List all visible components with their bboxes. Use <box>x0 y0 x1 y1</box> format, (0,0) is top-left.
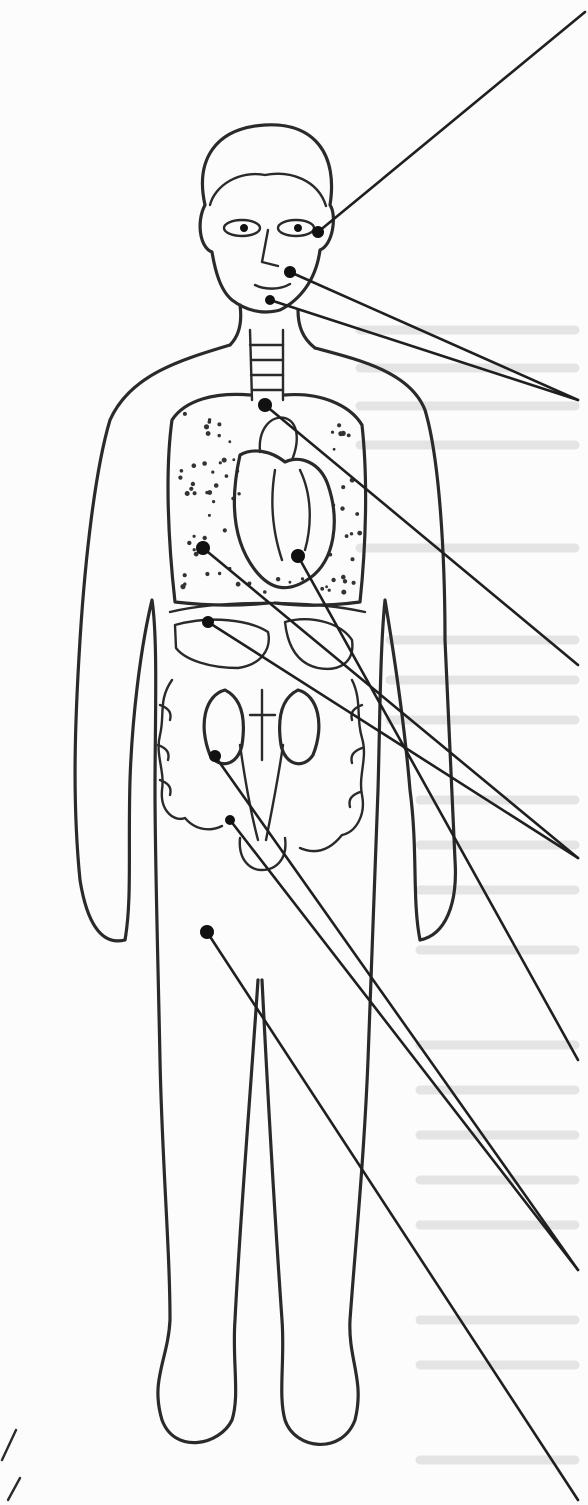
lung-stipple-dot <box>183 573 187 577</box>
callout-dot-kidney <box>209 750 221 762</box>
callout-dot-lung <box>196 541 210 555</box>
lung-stipple-dot <box>191 482 195 486</box>
lung-stipple-dot <box>333 448 336 451</box>
stray-mark <box>8 1478 20 1500</box>
callout-dot-eye <box>312 226 324 238</box>
lung-stipple-dot <box>352 581 356 585</box>
lung-stipple-dot <box>185 491 190 496</box>
lung-stipple-dot <box>225 474 229 478</box>
lung-stipple-dot <box>289 581 292 584</box>
callout-lines <box>203 12 585 1500</box>
lung-stipple-dot <box>193 548 196 551</box>
callout-line-thigh <box>207 932 578 1500</box>
right-side-outline <box>262 348 455 1444</box>
lung-stipple-dot <box>178 476 182 480</box>
nose-icon <box>262 230 278 266</box>
lung-stipple-dot <box>350 532 353 535</box>
lung-stipple-dot <box>236 582 241 587</box>
lung-stipple-dot <box>203 536 207 540</box>
lung-stipple-dot <box>301 577 304 580</box>
lung-stipple-dot <box>219 461 222 464</box>
lung-stipple-dot <box>187 541 191 545</box>
lung-stipple-dot <box>192 463 197 468</box>
callout-dot-thigh <box>200 925 214 939</box>
liver-outline <box>175 620 269 668</box>
lung-stipple-dot <box>237 492 240 495</box>
hair-outline <box>210 174 326 206</box>
lung-stipple-dot <box>343 579 347 583</box>
lung-stipple-dot <box>217 422 221 426</box>
lung-stipple-dot <box>357 531 362 536</box>
lung-stipple-dot <box>222 458 227 463</box>
callout-line-mouth <box>290 272 578 400</box>
lung-stipple-dot <box>331 578 335 582</box>
lung-stipple-dot <box>276 577 280 581</box>
lung-stipple-dot <box>214 483 219 488</box>
callout-dot-mouth <box>284 266 296 278</box>
lung-stipple-dot <box>193 535 196 538</box>
upper-abdomen-organs <box>175 619 352 669</box>
lung-stipple-dot <box>189 487 193 491</box>
lung-stipple-dot <box>341 431 346 436</box>
lung-stipple-dot <box>345 534 349 538</box>
lung-stipple-dot <box>340 506 344 510</box>
lung-stipple-dot <box>218 434 221 437</box>
callout-line-eye <box>318 12 585 232</box>
lung-stipple-dot <box>341 485 345 489</box>
trachea <box>250 330 283 400</box>
head-outline <box>200 125 333 312</box>
lung-stipple-dot <box>218 572 221 575</box>
lung-stipple-dot <box>325 585 328 588</box>
lung-stipple-dot <box>180 469 184 473</box>
lung-stipple-dot <box>202 461 207 466</box>
lung-stipple-dot <box>208 514 211 517</box>
lung-stipple-dot <box>211 471 214 474</box>
lung-stipple-dot <box>351 557 355 561</box>
heart-outline <box>234 451 334 588</box>
lung-stipple-dot <box>212 500 215 503</box>
callout-dot-liver <box>202 616 214 628</box>
lung-stipple-dot <box>331 431 334 434</box>
callout-line-lung <box>203 548 578 858</box>
lung-stipple-dot <box>205 572 209 576</box>
lung-stipple-dot <box>320 587 324 591</box>
lung-stipple-dot <box>355 512 359 516</box>
lung-stipple-dot <box>341 575 346 580</box>
left-kidney <box>204 690 243 764</box>
mouth-icon <box>255 284 290 289</box>
lung-stipple-dot <box>228 440 231 443</box>
lung-stipple-dot <box>183 582 186 585</box>
body-outline <box>75 125 455 1445</box>
lung-stipple-dot <box>206 431 211 436</box>
face-features <box>224 220 314 289</box>
callout-line-jaw <box>270 300 578 400</box>
lung-stipple-dot <box>263 590 267 594</box>
callout-dot-heart <box>291 549 305 563</box>
show-through-lines <box>360 330 575 1460</box>
lung-stipple-dot <box>223 528 227 532</box>
lung-stipple <box>178 412 362 595</box>
lung-stipple-dot <box>183 412 187 416</box>
lung-stipple-dot <box>232 458 235 461</box>
large-intestine-right <box>300 680 364 851</box>
lung-stipple-dot <box>205 491 208 494</box>
lung-stipple-dot <box>328 589 331 592</box>
callout-line-kidney <box>215 756 578 1270</box>
lung-stipple-dot <box>204 424 209 429</box>
right-kidney <box>280 690 319 764</box>
lung-stipple-dot <box>347 434 351 438</box>
callout-dot-jaw <box>265 295 275 305</box>
lung-stipple-dot <box>208 420 212 424</box>
stray-mark <box>2 1430 16 1460</box>
heart <box>234 418 334 588</box>
callout-dot-trachea <box>258 398 272 412</box>
lung-stipple-dot <box>341 590 346 595</box>
lung-stipple-dot <box>337 423 341 427</box>
callout-dot-bladder <box>225 815 235 825</box>
lung-stipple-dot <box>193 491 197 495</box>
